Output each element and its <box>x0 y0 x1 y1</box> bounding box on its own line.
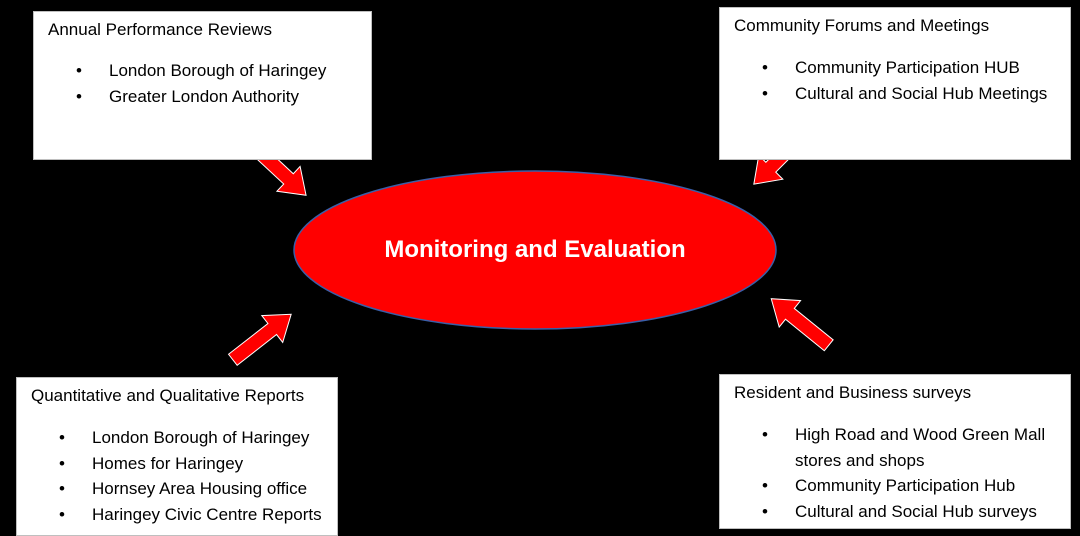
box-community-forums: Community Forums and Meetings •Community… <box>719 7 1071 160</box>
box-title: Quantitative and Qualitative Reports <box>31 386 305 405</box>
bullet-icon: • <box>59 479 65 498</box>
bullet-icon: • <box>59 453 65 473</box>
box-list: •High Road and Wood Green Mall stores an… <box>762 422 1065 524</box>
bullet-icon: • <box>762 476 768 495</box>
center-label: Monitoring and Evaluation <box>384 236 686 263</box>
bullet-icon: • <box>762 58 768 77</box>
bullet-icon: • <box>76 61 82 80</box>
box-title: Resident and Business surveys <box>734 383 972 402</box>
list-item: •London Borough of Haringey <box>76 58 326 84</box>
bullet-icon: • <box>76 86 82 106</box>
center-ellipse <box>293 170 777 330</box>
box-title: Community Forums and Meetings <box>734 16 990 35</box>
box-resident-business-surveys: Resident and Business surveys •High Road… <box>719 374 1071 529</box>
box-list: •London Borough of Haringey •Homes for H… <box>59 425 322 527</box>
bullet-icon: • <box>762 425 768 444</box>
list-item: •Community Participation Hub <box>762 473 1065 499</box>
bullet-icon: • <box>762 83 768 103</box>
list-item: •Community Participation HUB <box>762 55 1047 81</box>
list-item: •Greater London Authority <box>76 84 326 110</box>
box-title: Annual Performance Reviews <box>48 20 272 39</box>
list-item: •Homes for Haringey <box>59 451 322 477</box>
list-item: •London Borough of Haringey <box>59 425 322 451</box>
bullet-icon: • <box>762 501 768 521</box>
bullet-icon: • <box>59 504 65 524</box>
bullet-icon: • <box>59 428 65 447</box>
list-item: •High Road and Wood Green Mall stores an… <box>762 422 1065 473</box>
box-list: •London Borough of Haringey •Greater Lon… <box>76 58 326 109</box>
arrow-bottom-left <box>227 313 292 366</box>
box-quantitative-reports: Quantitative and Qualitative Reports •Lo… <box>16 377 338 536</box>
list-item: •Haringey Civic Centre Reports <box>59 502 322 528</box>
list-item: •Cultural and Social Hub Meetings <box>762 81 1047 107</box>
box-list: •Community Participation HUB •Cultural a… <box>762 55 1047 106</box>
list-item: •Cultural and Social Hub surveys <box>762 499 1065 525</box>
box-annual-performance-reviews: Annual Performance Reviews •London Borou… <box>33 11 372 160</box>
list-item: •Hornsey Area Housing office <box>59 476 322 502</box>
arrow-bottom-right <box>770 298 834 352</box>
